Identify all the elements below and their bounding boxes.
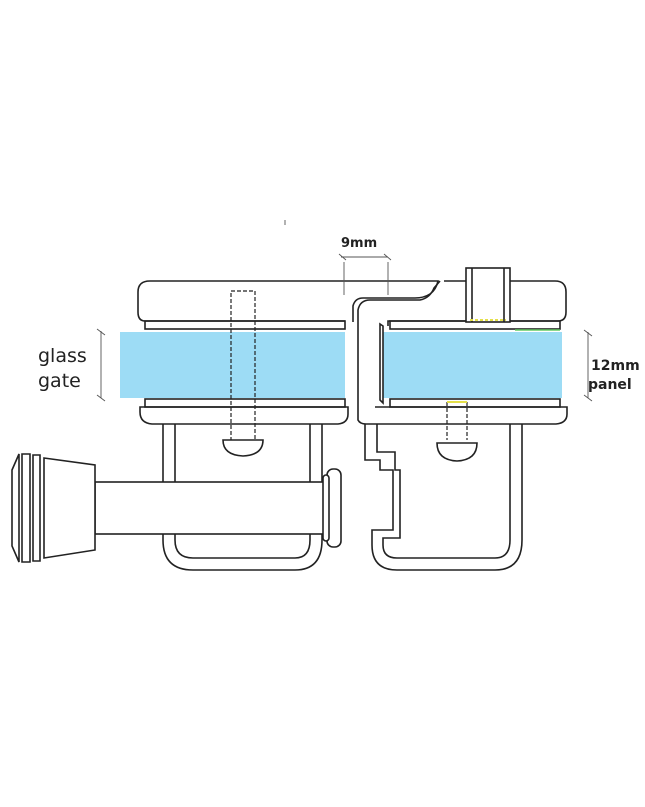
latch-hook-stem	[357, 322, 375, 425]
panel-thickness-dimension: 12mm panel	[583, 329, 640, 402]
gate-clamp-bottom-cap	[139, 406, 349, 425]
panel-set-screw-block	[465, 267, 511, 323]
gate-label-line2: gate	[38, 370, 81, 392]
panel-bracket	[364, 424, 523, 571]
gate-top-gasket	[144, 320, 346, 330]
gap-dimension: 9mm	[338, 236, 392, 295]
gate-bottom-gasket	[144, 398, 346, 408]
gate-thickness-dimension: glass gate	[38, 328, 106, 402]
panel-clamp-bottom-cap	[375, 406, 568, 425]
panel-bolt-head	[436, 442, 478, 462]
panel-label-line1: 12mm	[591, 358, 640, 374]
glass-panel-pane	[383, 332, 562, 398]
gate-label-line1: glass	[38, 345, 87, 367]
glass-gate-pane	[120, 332, 345, 398]
gate-bolt-head	[222, 439, 264, 457]
gate-clamp-top-cap	[137, 280, 439, 322]
gap-label: 9mm	[341, 236, 377, 251]
latch-rod	[94, 481, 336, 535]
panel-bottom-gasket	[389, 398, 561, 408]
latch-knob	[43, 457, 96, 559]
panel-label-line2: panel	[588, 377, 632, 393]
latch-hook	[357, 280, 441, 322]
panel-channel	[379, 322, 384, 405]
gate-bracket	[162, 424, 323, 571]
